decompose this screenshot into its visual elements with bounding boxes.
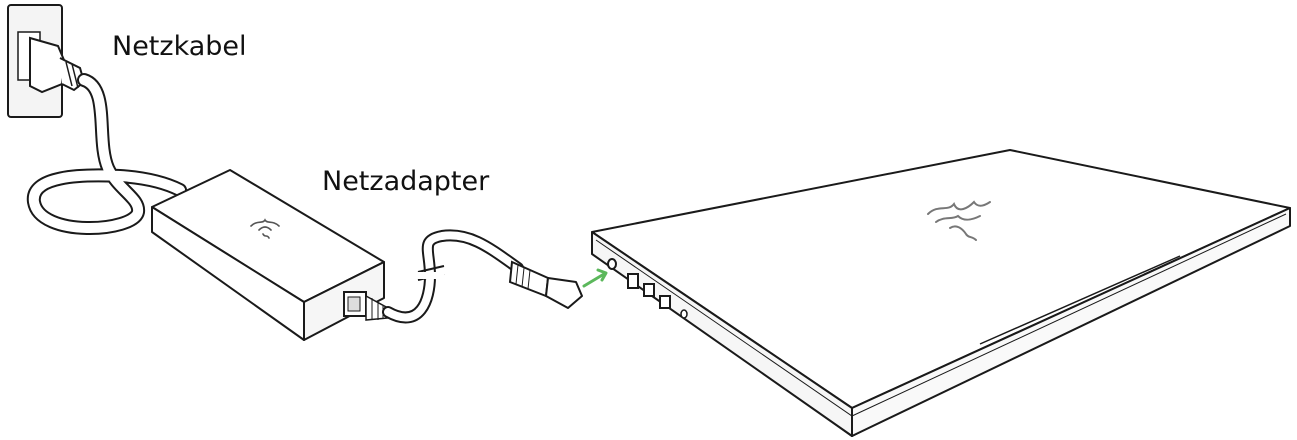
dc-cable — [382, 229, 524, 324]
razer-logo-icon — [927, 200, 991, 241]
power-adapter-label: Netzadapter — [322, 166, 490, 197]
razer-logo-icon — [250, 218, 280, 239]
laptop — [591, 149, 1291, 437]
green-arrow-icon — [582, 268, 608, 288]
power-adapter-brick — [151, 169, 389, 341]
laptop-ports — [607, 258, 688, 319]
power-cable — [26, 73, 187, 235]
power-cable-label: Netzkabel — [112, 31, 247, 62]
power-plug-icon — [29, 36, 86, 94]
dc-plug-icon — [508, 260, 583, 309]
